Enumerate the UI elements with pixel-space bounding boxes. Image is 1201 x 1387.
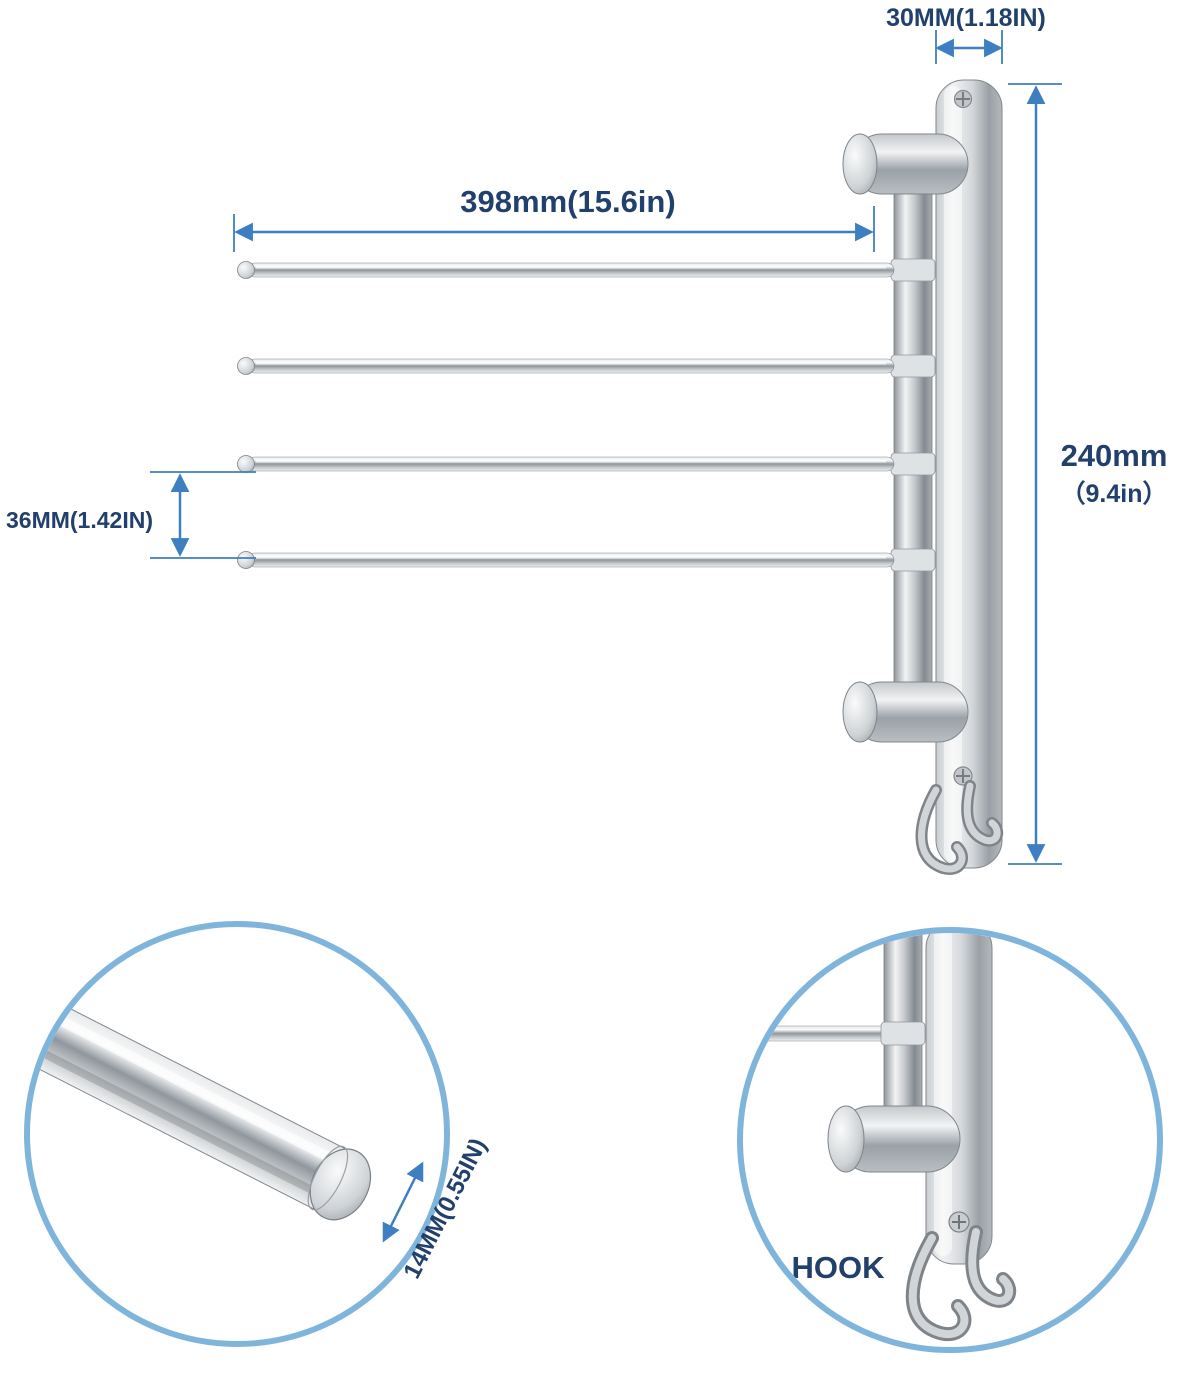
dim-arm-length: 398mm(15.6in) xyxy=(233,184,875,252)
inset-double-hook xyxy=(905,1225,1017,1342)
top-pivot-knob xyxy=(842,133,969,195)
inset-plate-highlight xyxy=(934,933,952,1256)
dim-plate-width: 30MM(1.18IN) xyxy=(886,4,1046,64)
dim-height-label-in: （9.4in） xyxy=(1061,479,1168,508)
dim-bar-diameter-arrow xyxy=(382,1161,424,1243)
double-hook xyxy=(915,780,1004,875)
swivel-rod-collars xyxy=(890,258,936,572)
dim-bar-spacing-label: 36MM(1.42IN) xyxy=(6,507,153,533)
dim-height: 240mm （9.4in） xyxy=(1008,83,1168,865)
dim-height-label-mm: 240mm xyxy=(1061,438,1168,473)
hook-label: HOOK xyxy=(792,1250,886,1285)
bottom-pivot-knob xyxy=(842,681,969,743)
inset-bar xyxy=(30,930,364,1220)
inset-bar-circle xyxy=(24,921,450,1347)
inset-bar-shadow xyxy=(30,973,342,1208)
mounting-screw-bottom xyxy=(953,766,973,786)
inset-screw xyxy=(948,1211,970,1233)
inset-hook-content: HOOK xyxy=(755,933,1017,1342)
swing-arm-2 xyxy=(237,357,895,375)
dim-plate-width-label: 30MM(1.18IN) xyxy=(886,4,1046,32)
swing-arm-1 xyxy=(237,261,895,279)
dim-arm-length-label: 398mm(15.6in) xyxy=(460,184,675,219)
wall-plate-highlight xyxy=(944,86,962,862)
inset-bar-detail: 14MM(0.55IN) xyxy=(24,921,492,1347)
swing-arm-4 xyxy=(237,551,895,569)
inset-arm-stub xyxy=(755,1025,897,1042)
inset-hook-detail: HOOK xyxy=(737,927,1163,1353)
dim-bar-spacing: 36MM(1.42IN) xyxy=(6,471,256,559)
inset-bar-highlight xyxy=(30,939,359,1176)
inset-pivot-knob xyxy=(827,1105,961,1173)
swing-arm-3 xyxy=(237,455,895,473)
inset-bar-content xyxy=(30,930,372,1221)
mounting-screw-top xyxy=(953,89,973,109)
inset-hook-circle xyxy=(737,927,1163,1353)
inset-rod-collar xyxy=(880,1021,926,1046)
towel-rack-drawing xyxy=(237,79,1004,875)
inset-bar-end-cap xyxy=(309,1148,372,1221)
inset-bar-cap-rim xyxy=(307,1145,349,1211)
